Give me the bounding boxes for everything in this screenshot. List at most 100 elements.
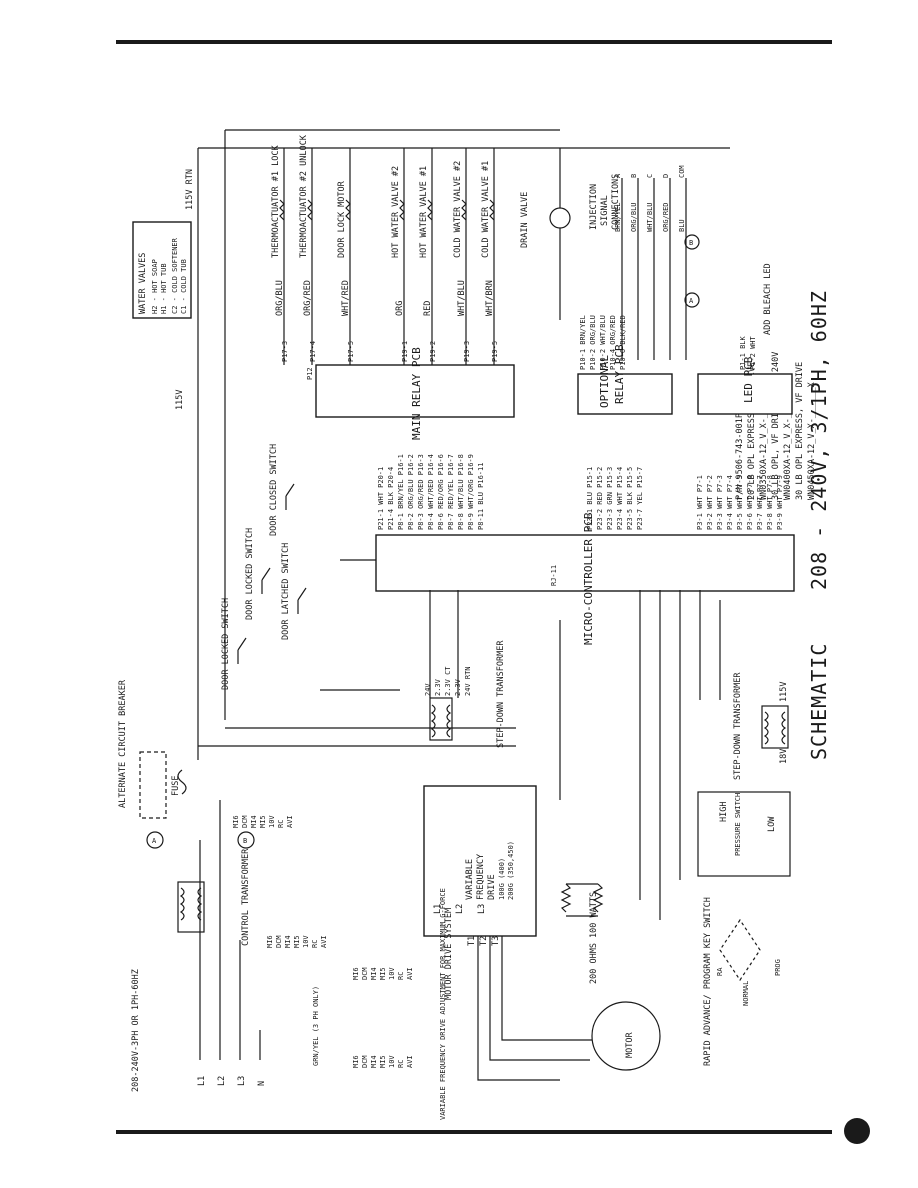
jumper-row: AVI <box>406 967 414 980</box>
legend-item: H1 - HOT TUB <box>160 263 168 314</box>
p8-row: P21-4 BLK P20-4 <box>387 467 395 530</box>
micro-pcb-label: MICRO-CONTROLLER PCB <box>582 512 595 645</box>
load-coil-icon <box>399 199 405 221</box>
optional-pcb-line-2: RELAY PCB <box>613 344 626 404</box>
transformer-tap: 24V <box>424 683 432 696</box>
left-transformer-label: STEP-DOWN TRANSFORMER <box>496 640 506 748</box>
p8-row: P8-9 WHT/ORG P16-9 <box>467 454 475 530</box>
vfd-input: L2 <box>455 904 465 914</box>
load-label: COLD WATER VALVE #2 <box>453 161 463 258</box>
jumper-row: MI4 <box>250 815 258 828</box>
legend-title: WATER VALVES <box>138 253 148 314</box>
p3-row: P3-9 WHT P7-9 <box>776 475 784 530</box>
model-line-1: 20 LB OPL EXPRESS, VF DRIVE <box>747 362 757 500</box>
door-switch-label: DOOR CLOSED SWITCH <box>269 444 279 536</box>
load-wire-color: WHT/RED <box>341 280 351 316</box>
micro-controller-pcb <box>375 534 795 592</box>
load-coil-icon <box>279 199 285 221</box>
load-coil-icon <box>307 199 313 221</box>
pressure-switch-label: PRESSURE SWITCH <box>734 793 742 856</box>
optional-pcb-line-1: OPTIONAL <box>598 355 611 408</box>
v115-bus-label: 115V <box>175 390 185 410</box>
high-label: HIGH <box>719 802 729 822</box>
p23-row: P23-2 RED P15-2 <box>596 467 604 530</box>
p3-row: P3-1 WHT P7-1 <box>696 475 704 530</box>
p3-row: P3-8 WHT P7-8 <box>766 475 774 530</box>
schematic-title: SCHEMATIC <box>807 643 831 760</box>
right-transformer-label: STEP-DOWN TRANSFORMER <box>733 672 743 780</box>
water-valve-legend <box>132 221 192 319</box>
load-label: COLD WATER VALVE #1 <box>481 161 491 258</box>
terminal-a-label: A <box>152 837 157 845</box>
supply-line: L1 <box>197 1076 207 1086</box>
p8-row: P8-11 BLU P16-11 <box>477 463 485 530</box>
circuit-breaker-box <box>139 751 167 819</box>
legend-item: H2 - HOT SOAP <box>151 259 159 314</box>
vfd-size-2: 200G (350,450) <box>507 841 515 900</box>
load-wire-color: ORG/RED <box>303 280 313 316</box>
jumper-row: MI6 <box>352 1055 360 1068</box>
injection-wire-color: BRN/YEL <box>614 202 622 232</box>
supply-line: L3 <box>237 1076 247 1086</box>
injection-terminal: B <box>630 174 638 178</box>
supply-label: 208-240V-3PH OR 1PH-60HZ <box>131 969 141 1092</box>
p23-row: P23-7 YEL P15-7 <box>636 467 644 530</box>
vfd-input: L3 <box>477 904 487 914</box>
p3-row: P3-4 WHT P7-4 <box>726 475 734 530</box>
step-down-transformer-right <box>761 705 789 749</box>
bleach-led-label: ADD BLEACH LED <box>763 263 773 335</box>
jumper-row: 10V <box>268 815 276 828</box>
p3-row: P3-3 WHT P7-3 <box>716 475 724 530</box>
resistor-label: 200 OHMS 100 WATTS <box>589 892 599 984</box>
jumper-row: MI5 <box>293 935 301 948</box>
control-transformer-label: CONTROL TRANSFORMER <box>241 848 251 946</box>
vfd-output: T2 <box>479 936 489 946</box>
relay-pin: P17-3 <box>281 341 289 362</box>
door-switch-icon <box>261 567 271 594</box>
step-down-transformer-left <box>429 697 453 741</box>
p23-row: P23-1 BLU P15-1 <box>586 467 594 530</box>
jumper-row: MI4 <box>370 967 378 980</box>
transformer-tap: 2.3V CT <box>444 666 452 696</box>
jumper-row: RC <box>277 820 285 828</box>
p3-row: P3-7 WHT P7-7 <box>756 475 764 530</box>
load-label: THERMOACTUATOR #2 UNLOCK <box>299 134 309 258</box>
p3-row: P3-5 WHT P7-5 <box>736 475 744 530</box>
p8-row: P8-2 ORG/BLU P16-2 <box>407 454 415 530</box>
key-switch-label: RAPID ADVANCE/ PROGRAM KEY SWITCH <box>703 897 713 1066</box>
opt-pin: P10-2 WHT/BLU <box>599 315 607 370</box>
vfd-input: L1 <box>433 904 443 914</box>
p12-label: P12 <box>306 367 314 380</box>
p8-row: P8-7 RED/YEL P16-7 <box>447 454 455 530</box>
model-line-3: 30 LB OPL, VF DRIVE, 208-240V <box>771 352 781 500</box>
opt-pin: P10-2 ORG/BLU <box>589 315 597 370</box>
jumper-row: MI5 <box>379 967 387 980</box>
jumper-row: 10V <box>388 967 396 980</box>
drain-valve-icon <box>549 207 571 229</box>
fuse-label: FUSE <box>171 776 181 796</box>
led-pcb <box>697 373 793 415</box>
injection-title-2: SIGNAL <box>600 195 610 226</box>
load-wire-color: RED <box>423 301 433 316</box>
drain-valve-label: DRAIN VALVE <box>520 192 530 248</box>
transformer-tap: 2.3V <box>434 678 442 696</box>
normal-label: NORMAL <box>742 981 750 1006</box>
terminal-a-icon <box>684 292 700 308</box>
part-number: P/N 9506-743-001PR <box>735 407 745 500</box>
jumper-note: VARIABLE FREQUENCY DRIVE ADJUSTMENT FOR … <box>439 888 447 1120</box>
opt-pin: P10-4 ORG/RED <box>609 315 617 370</box>
top-rule <box>116 40 832 44</box>
p23-row: P23-3 GRN P15-3 <box>606 467 614 530</box>
door-switch-icon <box>297 587 307 614</box>
bottom-rule <box>116 1130 832 1134</box>
page-marker-icon <box>844 1118 870 1144</box>
jumper-row: 10V <box>302 935 310 948</box>
jumper-row: MI4 <box>370 1055 378 1068</box>
schematic-voltage-title: 208 - 240V, 3/1PH, 60HZ <box>807 290 831 590</box>
relay-pin: P19-2 <box>429 341 437 362</box>
jumper-row: MI6 <box>232 815 240 828</box>
p23-row: P23-4 WHT P15-4 <box>616 467 624 530</box>
legend-item: C2 - COLD SOFTENER <box>171 237 179 314</box>
p8-row: P8-1 BRN/YEL P16-1 <box>397 454 405 530</box>
